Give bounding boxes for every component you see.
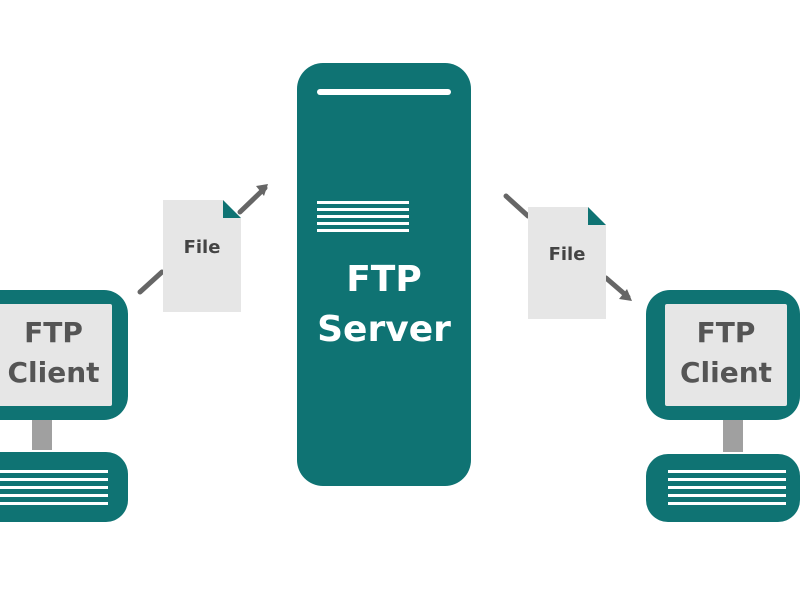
keyboard-line [0, 486, 108, 489]
ftp-server: FTP Server [297, 63, 471, 486]
keyboard-line [0, 502, 108, 505]
document-icon [528, 207, 606, 319]
file-left-label: File [183, 237, 221, 258]
ftp-client-right-monitor: FTP Client [646, 290, 800, 420]
arrow-left-lower [137, 269, 165, 295]
client-right-label-line1: FTP [696, 316, 756, 349]
file-left: File [163, 200, 241, 312]
keyboard-line [668, 502, 786, 505]
server-vent-line [317, 222, 409, 225]
server-top-bar [317, 89, 451, 95]
keyboard-line [668, 486, 786, 489]
keyboard-line [668, 478, 786, 481]
client-left-label-line1: FTP [24, 316, 83, 349]
arrow-right-upper [503, 193, 531, 219]
keyboard-line [668, 470, 786, 473]
file-right: File [528, 207, 606, 319]
client-right-label-line2: Client [679, 356, 773, 389]
client-right-screen: FTP Client [665, 304, 787, 406]
server-label-line2: Server [317, 309, 451, 350]
keyboard-line [0, 470, 108, 473]
server-vent-line [317, 229, 409, 232]
ftp-client-left-monitor: FTP Client [0, 290, 128, 420]
client-right-keyboard [646, 454, 800, 522]
document-icon [163, 200, 241, 312]
server-vent-line [317, 208, 409, 211]
server-label-line1: FTP [346, 259, 422, 300]
keyboard-line [668, 494, 786, 497]
server-vent-line [317, 215, 409, 218]
client-left-screen: FTP Client [0, 304, 112, 406]
arrowhead-right [619, 289, 632, 301]
keyboard-line [0, 478, 108, 481]
file-right-label: File [548, 244, 586, 265]
client-left-label-line2: Client [7, 356, 100, 389]
client-left-stand [32, 420, 52, 450]
keyboard-line [0, 494, 108, 497]
arrowhead-left [256, 184, 268, 196]
server-vent-line [317, 201, 409, 204]
client-left-keyboard [0, 452, 128, 522]
client-right-stand [723, 420, 743, 452]
